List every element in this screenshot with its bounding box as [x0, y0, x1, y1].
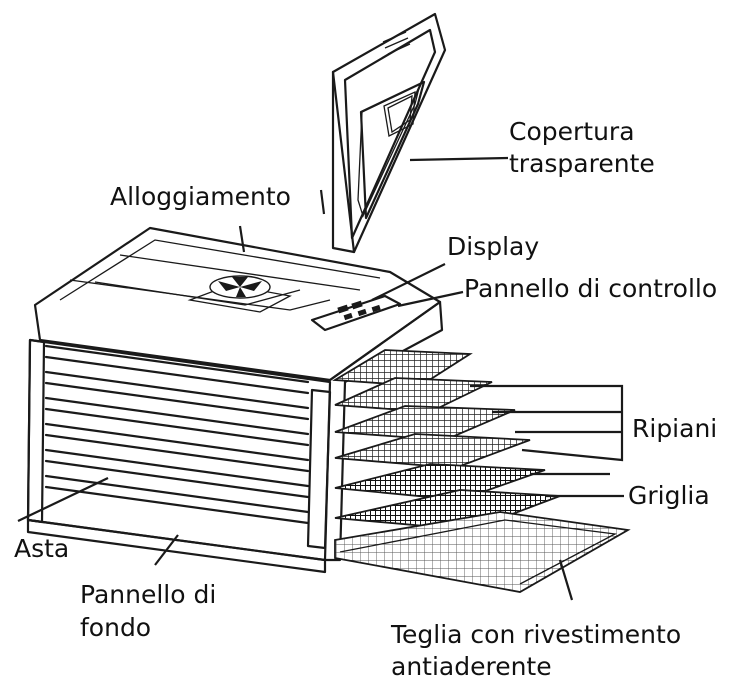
trays: [332, 349, 631, 593]
label-teglia-line1: Teglia con rivestimento: [391, 620, 682, 649]
label-pannello-controllo: Pannello di controllo: [464, 274, 718, 303]
leader-asta: [17, 477, 109, 522]
housing-body: [26, 226, 444, 574]
label-copertura-line1: Copertura: [509, 117, 635, 146]
label-griglia: Griglia: [628, 481, 710, 510]
leader-teglia: [558, 559, 574, 601]
leader-copertura: [409, 156, 509, 162]
label-ripiani: Ripiani: [632, 414, 718, 443]
leader-pannello-controllo: [397, 290, 464, 308]
transparent-cover: [331, 12, 447, 254]
label-teglia-line2: antiaderente: [391, 652, 552, 681]
label-asta: Asta: [14, 534, 70, 563]
leader-lines: [17, 156, 624, 601]
label-pannello-fondo-line1: Pannello di: [80, 580, 217, 609]
control-panel: [310, 294, 402, 332]
label-copertura-line2: trasparente: [509, 149, 655, 178]
fan-emblem: [209, 275, 271, 299]
label-alloggiamento: Alloggiamento: [110, 182, 291, 211]
leader-ripiani: [470, 384, 624, 462]
leader-alloggiamento-b: [238, 225, 246, 253]
leader-display: [371, 263, 446, 301]
label-display: Display: [447, 232, 540, 261]
label-pannello-fondo-line2: fondo: [80, 613, 152, 642]
leader-pannello-fondo: [154, 534, 179, 566]
leader-alloggiamento-a: [319, 189, 326, 215]
